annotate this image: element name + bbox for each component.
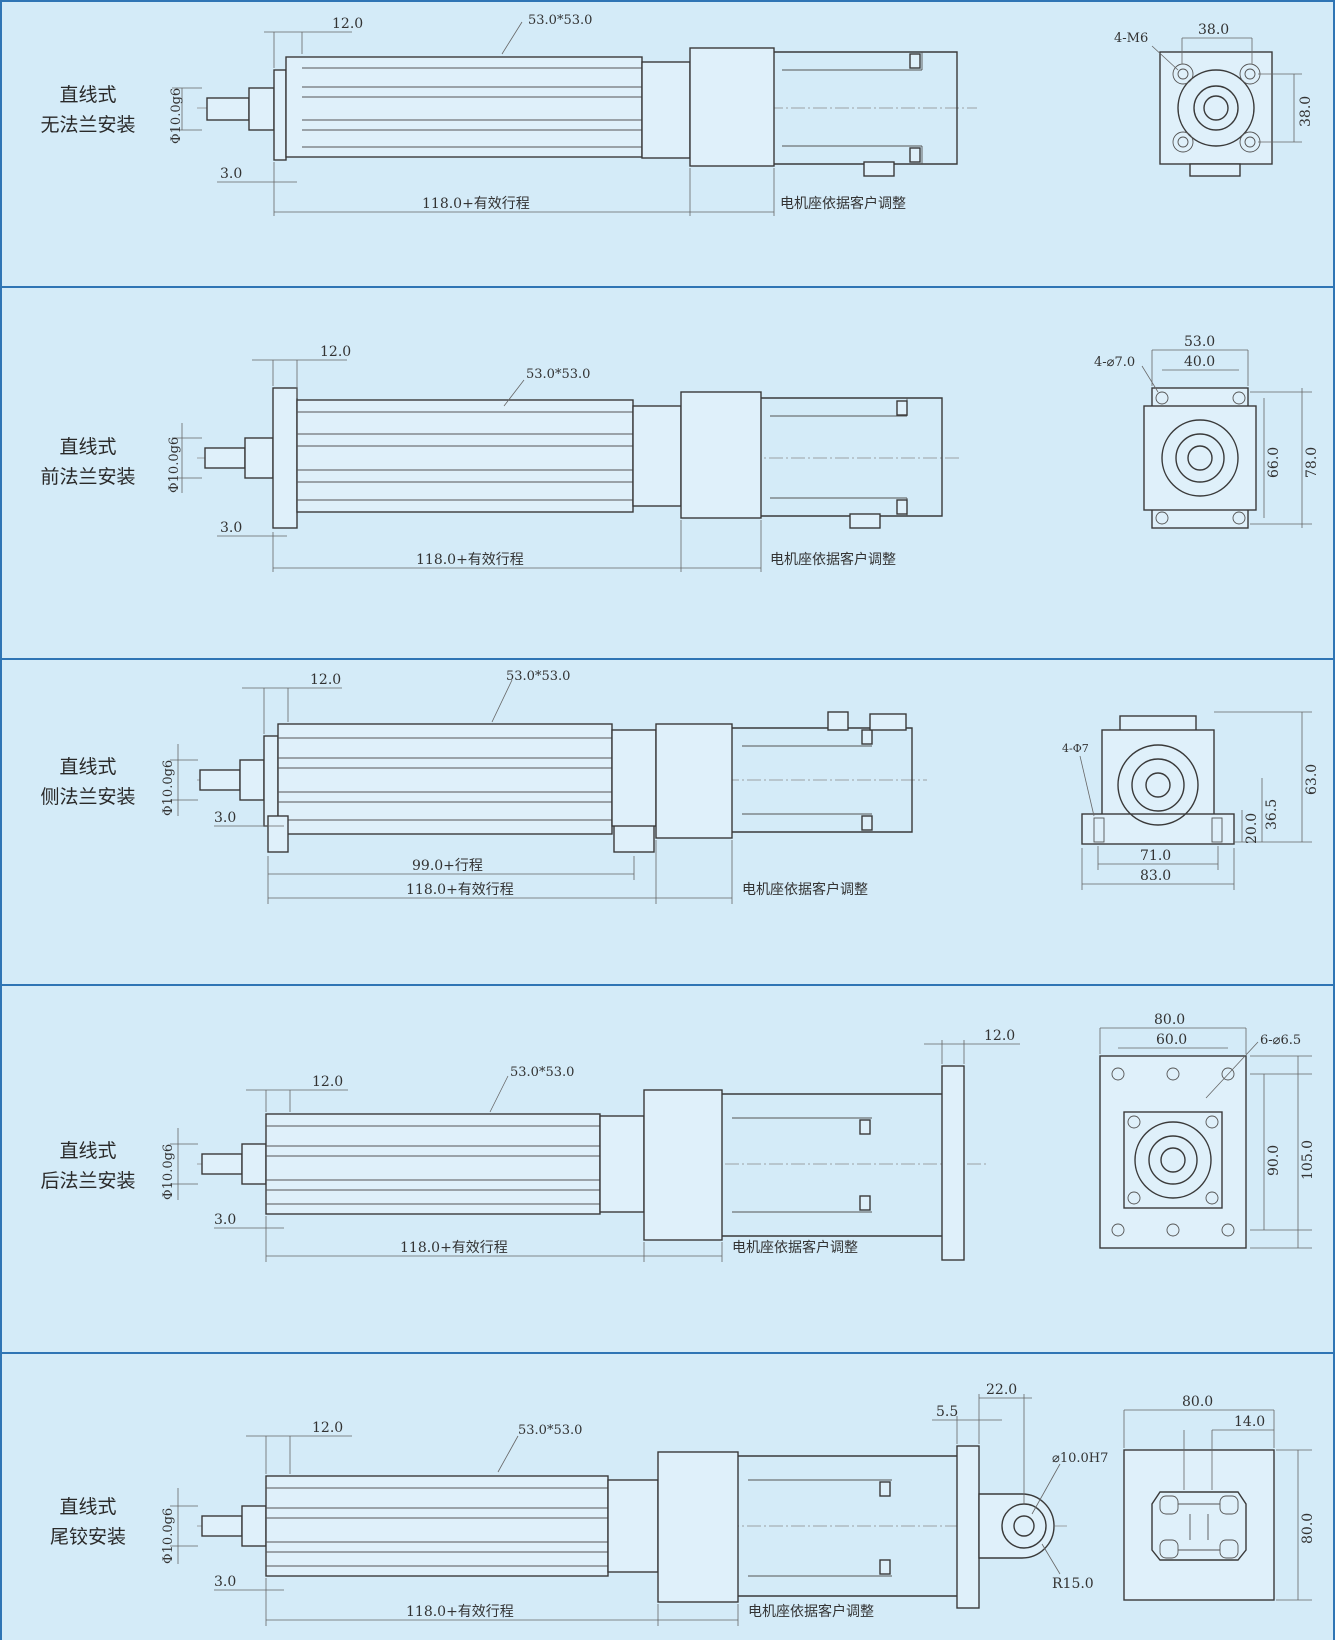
- dim-tube: 53.0*53.0: [510, 1065, 574, 1080]
- end-view-drawing: 4-Φ7 63.0 36.5 20.0 71.0 83.0: [1062, 711, 1320, 890]
- title-line1: 直线式: [59, 84, 117, 106]
- dim-h80: 80.0: [1300, 1513, 1316, 1544]
- panel-rear-clevis: 直线式 尾铰安装: [0, 1354, 1335, 1640]
- dim-pin: ⌀10.0H7: [1052, 1451, 1108, 1466]
- dim-tube: 53.0*53.0: [506, 669, 570, 684]
- dim-3: 3.0: [220, 520, 242, 536]
- dim-w80: 80.0: [1154, 1012, 1185, 1028]
- title-line1: 直线式: [59, 756, 117, 778]
- dim-h105: 105.0: [1300, 1140, 1316, 1180]
- dim-12: 12.0: [312, 1420, 343, 1436]
- dim-shaft: Φ10.0g6: [167, 437, 182, 493]
- dim-h66: 66.0: [1266, 447, 1282, 478]
- dim-stroke99: 99.0+行程: [412, 858, 483, 874]
- dim-w83: 83.0: [1140, 868, 1171, 884]
- title-line2: 侧法兰安装: [40, 786, 136, 808]
- panel-side-flange: 直线式 侧法兰安装: [0, 660, 1335, 986]
- dim-h78: 78.0: [1304, 447, 1320, 478]
- panel-rear-flange: 直线式 后法兰安装: [0, 986, 1335, 1354]
- dim-w80: 80.0: [1182, 1394, 1213, 1410]
- dim-stroke: 118.0+有效行程: [406, 882, 514, 898]
- title-line1: 直线式: [59, 1496, 117, 1518]
- dim-tube: 53.0*53.0: [528, 13, 592, 28]
- dim-12: 12.0: [320, 344, 351, 360]
- panel-front-flange: 直线式 前法兰安装: [0, 288, 1335, 660]
- dim-stroke: 118.0+有效行程: [406, 1604, 514, 1620]
- title-line1: 直线式: [59, 436, 117, 458]
- side-view-drawing: 12.0 53.0*53.0 Φ10.0g6 3.0 118.0+有效行程 电机…: [169, 13, 977, 216]
- dim-12: 12.0: [310, 672, 341, 688]
- dim-h20: 20.0: [1244, 813, 1260, 844]
- dim-motor: 电机座依据客户调整: [742, 881, 868, 898]
- dim-holes: 4-Φ7: [1062, 742, 1089, 755]
- dim-motor: 电机座依据客户调整: [732, 1239, 858, 1256]
- dim-h63: 63.0: [1304, 764, 1320, 795]
- dim-3: 3.0: [220, 166, 242, 182]
- side-view-drawing: 12.0 53.0*53.0 5.5 22.0 ⌀10.0H7 R15.0 Φ1…: [161, 1382, 1108, 1626]
- dim-stroke: 118.0+有效行程: [422, 196, 530, 212]
- dim-w53: 53.0: [1184, 334, 1215, 350]
- title-line1: 直线式: [59, 1140, 117, 1162]
- dim-r15: R15.0: [1052, 1576, 1094, 1592]
- dim-shaft: Φ10.0g6: [161, 1508, 176, 1564]
- dim-3: 3.0: [214, 1574, 236, 1590]
- dim-tube: 53.0*53.0: [526, 367, 590, 382]
- title-line2: 无法兰安装: [40, 114, 136, 136]
- dim-w60: 60.0: [1156, 1032, 1187, 1048]
- dim-shaft: Φ10.0g6: [161, 1144, 176, 1200]
- dim-tube: 53.0*53.0: [518, 1423, 582, 1438]
- dim-55: 5.5: [936, 1404, 958, 1420]
- panel-no-flange: 直线式 无法兰安装: [0, 0, 1335, 288]
- dim-h36: 36.5: [1264, 799, 1280, 830]
- dim-h90: 90.0: [1266, 1145, 1282, 1176]
- dim-12b: 12.0: [984, 1028, 1015, 1044]
- side-view-drawing: 12.0 53.0*53.0 Φ10.0g6 3.0 118.0+有效行程 电机…: [167, 344, 962, 572]
- dim-stroke: 118.0+有效行程: [400, 1240, 508, 1256]
- end-view-drawing: 80.0 60.0 6-⌀6.5 90.0 105.0: [1099, 1012, 1316, 1249]
- dim-22: 22.0: [986, 1382, 1017, 1398]
- title-line2: 后法兰安装: [40, 1170, 136, 1192]
- end-view-drawing: 4-⌀7.0 53.0 40.0 66.0 78.0: [1094, 334, 1320, 529]
- dim-motor: 电机座依据客户调整: [770, 551, 896, 568]
- dim-motor: 电机座依据客户调整: [780, 195, 906, 212]
- dim-motor: 电机座依据客户调整: [748, 1603, 874, 1620]
- dim-shaft: Φ10.0g6: [169, 88, 184, 144]
- dim-12: 12.0: [312, 1074, 343, 1090]
- panel-title: 直线式 尾铰安装: [28, 1492, 148, 1552]
- side-view-drawing: 12.0 53.0*53.0 Φ10.0g6 3.0 99.0+行程 118.0…: [161, 669, 927, 904]
- dim-w40: 40.0: [1184, 354, 1215, 370]
- dim-holes: 4-⌀7.0: [1094, 355, 1135, 370]
- side-view-drawing: 12.0 12.0 53.0*53.0 Φ10.0g6 3.0 118.0+有效…: [161, 1028, 1020, 1262]
- dim-holes: 6-⌀6.5: [1260, 1033, 1301, 1048]
- dim-shaft: Φ10.0g6: [161, 760, 176, 816]
- dim-3: 3.0: [214, 810, 236, 826]
- end-view-drawing: 4-M6 38.0 38.0: [1114, 22, 1314, 177]
- dim-stroke: 118.0+有效行程: [416, 552, 524, 568]
- dim-w38: 38.0: [1198, 22, 1229, 38]
- dim-12: 12.0: [332, 16, 363, 32]
- panel-title: 直线式 侧法兰安装: [28, 752, 148, 812]
- title-line2: 前法兰安装: [40, 466, 136, 488]
- panel-title: 直线式 后法兰安装: [28, 1136, 148, 1196]
- end-view-drawing: 80.0 14.0 80.0: [1123, 1394, 1316, 1601]
- dim-w14: 14.0: [1234, 1414, 1265, 1430]
- dim-holes: 4-M6: [1114, 31, 1148, 46]
- dim-3: 3.0: [214, 1212, 236, 1228]
- dim-h38: 38.0: [1298, 96, 1314, 127]
- panel-title: 直线式 前法兰安装: [28, 432, 148, 492]
- dim-w71: 71.0: [1140, 848, 1171, 864]
- title-line2: 尾铰安装: [49, 1526, 126, 1548]
- panel-title: 直线式 无法兰安装: [28, 80, 148, 140]
